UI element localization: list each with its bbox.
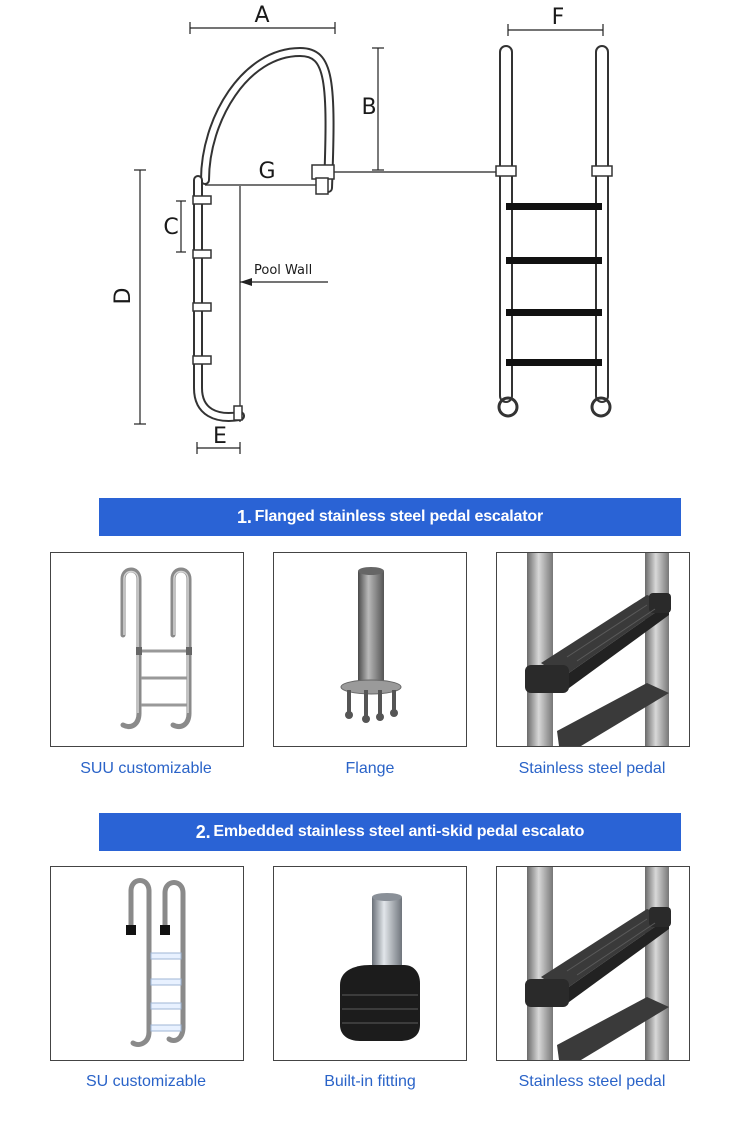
ladder-dimension-diagram: A B C D E F G Pool Wall [111, 3, 613, 454]
fitting-photo [273, 866, 467, 1061]
label-e: E [213, 424, 227, 449]
label-b: B [361, 95, 376, 120]
caption-suu-customizable: SUU customizable [80, 760, 212, 777]
caption-stainless-pedal-1: Stainless steel pedal [518, 760, 666, 777]
section-1-banner: 1. Flanged stainless steel pedal escalat… [99, 498, 681, 536]
section-1-number: 1. [237, 506, 252, 527]
label-a: A [254, 3, 269, 28]
ladder-photo [50, 866, 244, 1061]
label-d: D [111, 288, 136, 305]
caption-flange: Flange [345, 760, 395, 777]
flange-photo [273, 552, 467, 747]
pedal-photo [496, 866, 690, 1061]
section-2-banner: 2. Embedded stainless steel anti-skid pe… [99, 813, 681, 851]
pedal-photo [496, 552, 690, 747]
section-2-title: Embedded stainless steel anti-skid pedal… [213, 823, 585, 840]
ladder-photo [50, 552, 244, 747]
caption-su-customizable: SU customizable [85, 1073, 207, 1090]
pool-wall-label: Pool Wall [254, 263, 312, 278]
label-g: G [258, 159, 275, 184]
label-f: F [552, 5, 565, 30]
section-2-number: 2. [195, 821, 211, 842]
section-1-title: Flanged stainless steel pedal escalator [254, 508, 544, 525]
caption-stainless-pedal-2: Stainless steel pedal [518, 1073, 666, 1090]
label-c: C [163, 215, 178, 240]
caption-built-in-fitting: Built-in fitting [324, 1073, 416, 1090]
